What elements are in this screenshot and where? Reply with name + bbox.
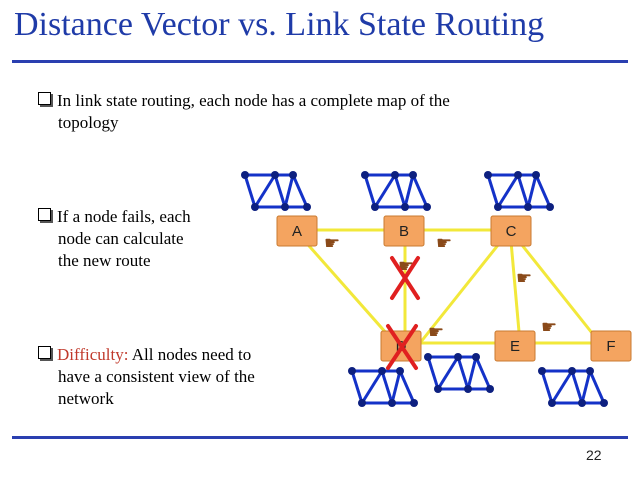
- bullet-link-state-map: In link state routing, each node has a c…: [38, 90, 578, 134]
- pointing-hand-icon: ☛: [516, 268, 532, 288]
- topology-map-b: [359, 169, 433, 213]
- failure-cross-icon: [390, 256, 420, 300]
- node-label-b: B: [399, 223, 409, 240]
- node-label-e: E: [510, 338, 520, 355]
- topology-map-a: [239, 169, 313, 213]
- link-c-f: [508, 229, 602, 344]
- bullet-text: All nodes need to: [128, 345, 252, 364]
- bullet-text: topology: [58, 113, 119, 132]
- bullet-difficulty: Difficulty: All nodes need to have a con…: [38, 344, 318, 410]
- topology-map-e: [422, 351, 496, 395]
- node-c: C: [490, 215, 532, 247]
- link-a-d: [293, 229, 397, 344]
- node-f: F: [590, 330, 632, 362]
- topology-map-f: [536, 365, 610, 409]
- failure-cross-icon: [386, 324, 418, 370]
- node-a: A: [276, 215, 318, 247]
- pointing-hand-icon: ☛: [324, 233, 340, 253]
- pointing-hand-icon: ☛: [428, 322, 444, 342]
- bullet-node-fails: If a node fails, each node can calculate…: [38, 206, 238, 272]
- topology-map-d: [346, 365, 420, 409]
- bullet-text: have a consistent view of the: [58, 367, 255, 386]
- node-label-f: F: [606, 338, 615, 355]
- bullet-text: In link state routing, each node has a c…: [57, 91, 450, 110]
- difficulty-label: Difficulty:: [57, 345, 129, 364]
- slide-title: Distance Vector vs. Link State Routing: [14, 6, 545, 43]
- topology-map-c: [482, 169, 556, 213]
- node-label-c: C: [506, 223, 517, 240]
- bullet-text: network: [58, 389, 114, 408]
- checkbox-bullet-icon: [38, 92, 51, 105]
- link-lines: [293, 228, 610, 345]
- pointing-hand-icon: ☛: [436, 233, 452, 253]
- pointing-hand-icon: ☛: [541, 317, 557, 337]
- title-rule: [12, 60, 628, 63]
- node-label-a: A: [292, 223, 302, 240]
- bullet-text: If a node fails, each: [57, 207, 191, 226]
- node-e: E: [494, 330, 536, 362]
- checkbox-bullet-icon: [38, 346, 51, 359]
- footer-rule: [12, 436, 628, 439]
- bullet-text: node can calculate: [58, 229, 184, 248]
- link-c-d: [418, 229, 512, 344]
- checkbox-bullet-icon: [38, 208, 51, 221]
- node-b: B: [383, 215, 425, 247]
- link-c-e: [508, 229, 522, 344]
- page-number: 22: [586, 447, 602, 463]
- bullet-text: the new route: [58, 251, 151, 270]
